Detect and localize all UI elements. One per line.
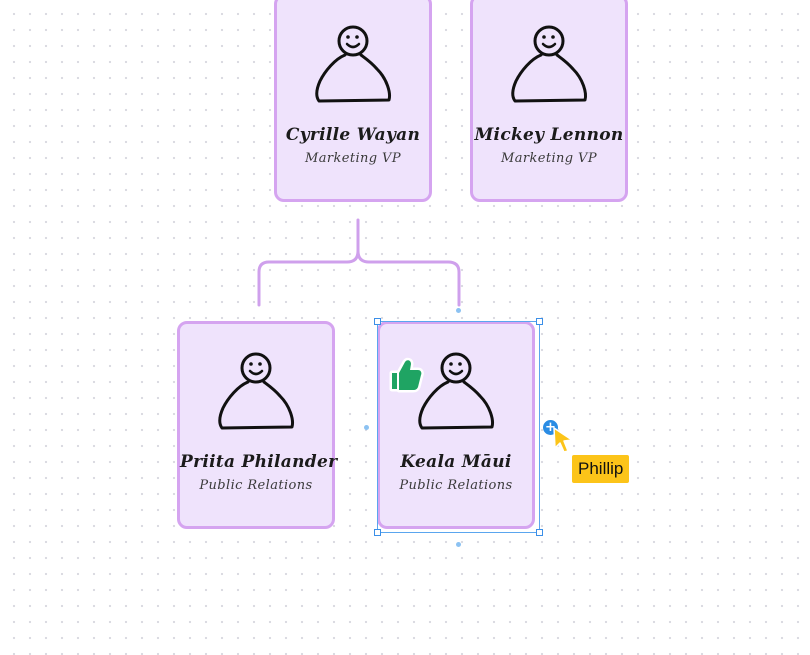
person-icon: [218, 352, 294, 430]
org-card-priita-philander[interactable]: Priita Philander Public Relations: [177, 321, 338, 529]
person-icon: [511, 25, 587, 103]
card-name: Mickey Lennon: [474, 125, 624, 145]
resize-handle-top-right[interactable]: [536, 318, 543, 325]
connector-anchor-left[interactable]: [364, 425, 369, 430]
card-name: Keala Māui: [400, 452, 512, 472]
resize-handle-top-left[interactable]: [374, 318, 381, 325]
connector-anchor-top[interactable]: [456, 308, 461, 313]
card-title: Marketing VP: [305, 151, 401, 166]
card-title: Marketing VP: [501, 151, 597, 166]
org-card-keala-maui[interactable]: Keala Māui Public Relations: [377, 321, 535, 529]
connector-anchor-bottom[interactable]: [456, 542, 461, 547]
card-title: Public Relations: [399, 478, 513, 493]
collaborator-name-label: Phillip: [572, 455, 630, 483]
resize-handle-bottom-right[interactable]: [536, 529, 543, 536]
thumbs-up-icon[interactable]: [386, 356, 424, 394]
person-icon: [315, 25, 391, 103]
card-name: Priita Philander: [180, 452, 338, 472]
org-card-cyrille-wayan[interactable]: Cyrille Wayan Marketing VP: [274, 0, 432, 202]
org-card-mickey-lennon[interactable]: Mickey Lennon Marketing VP: [470, 0, 628, 202]
card-title: Public Relations: [199, 478, 313, 493]
person-icon: [418, 352, 494, 430]
resize-handle-bottom-left[interactable]: [374, 529, 381, 536]
collaborator-cursor-icon: [553, 427, 573, 453]
card-name: Cyrille Wayan: [285, 125, 421, 145]
